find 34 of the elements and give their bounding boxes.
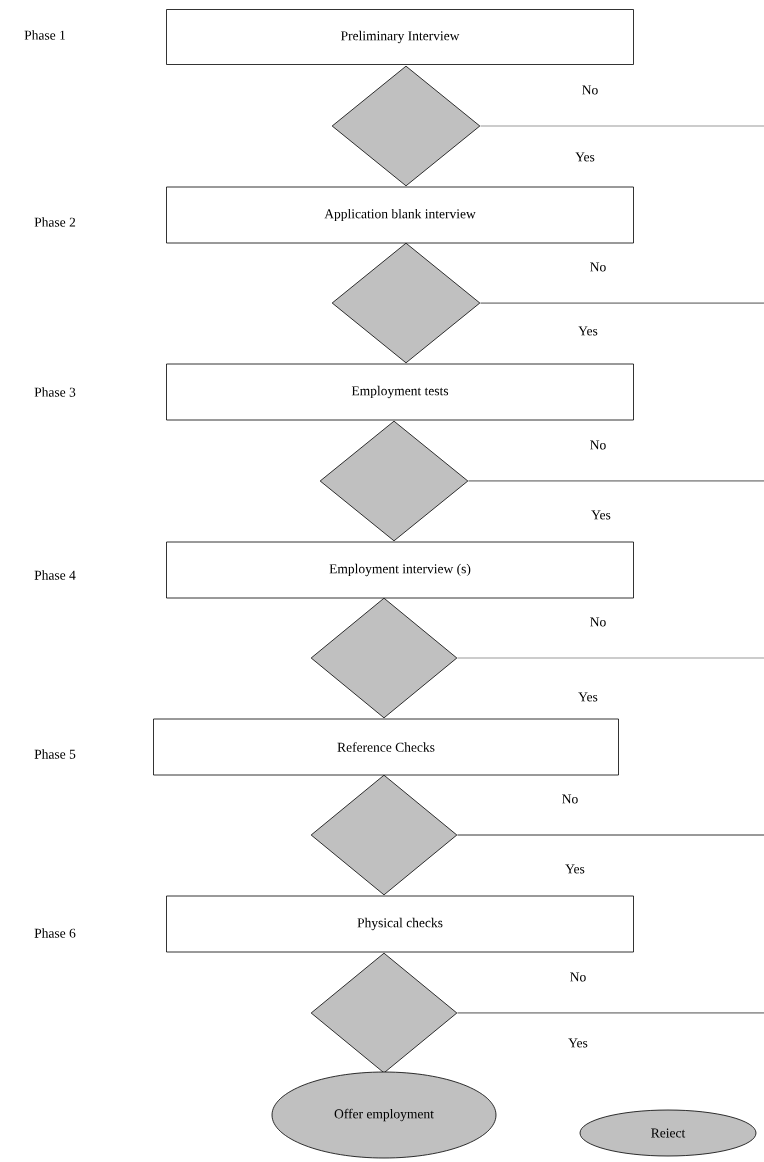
edge-label: No <box>588 261 608 273</box>
branch-line <box>468 480 764 482</box>
phase-label: Phase 2 <box>34 217 76 227</box>
phase-label: Phase 5 <box>34 749 76 759</box>
edge-label: No <box>580 84 600 96</box>
phase-label: Phase 4 <box>34 570 76 580</box>
process-box: Employment tests <box>166 363 634 421</box>
branch-label: Yes <box>568 1038 588 1048</box>
process-box: Physical checks <box>166 895 634 953</box>
decision-diamond <box>310 952 458 1074</box>
phase-label: Phase 6 <box>34 928 76 938</box>
process-box: Reference Checks <box>153 718 619 776</box>
decision-diamond <box>319 420 469 542</box>
branch-line <box>480 302 764 304</box>
branch-label: Yes <box>578 692 598 702</box>
edge-label: No <box>568 971 588 983</box>
branch-line <box>457 834 764 836</box>
branch-line <box>457 1012 764 1014</box>
branch-label: Yes <box>578 326 598 336</box>
edge-label: No <box>588 439 608 451</box>
phase-label: Phase 3 <box>34 387 76 397</box>
decision-diamond <box>331 65 481 187</box>
branch-label: Yes <box>565 864 585 874</box>
process-box: Preliminary Interview <box>166 9 634 65</box>
branch-label: Yes <box>575 152 595 162</box>
edge-label: No <box>588 616 608 628</box>
branch-label: Yes <box>591 510 611 520</box>
process-box: Employment interview (s) <box>166 541 634 599</box>
process-box: Application blank interview <box>166 186 634 244</box>
decision-diamond <box>331 242 481 364</box>
decision-diamond <box>310 597 458 719</box>
edge-label: No <box>560 793 580 805</box>
decision-diamond <box>310 774 458 896</box>
phase-label: Phase 1 <box>24 30 65 40</box>
